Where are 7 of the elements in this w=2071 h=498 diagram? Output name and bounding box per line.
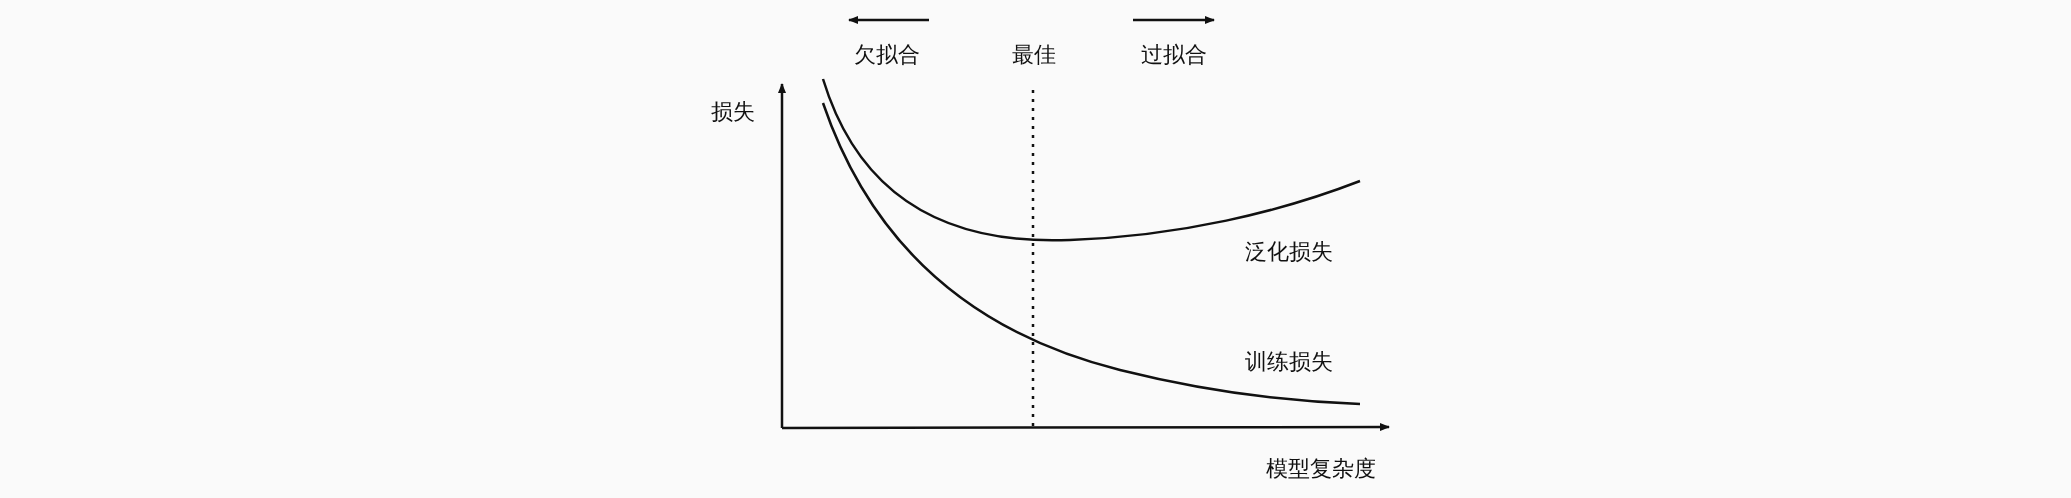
curve-label: 泛化损失 [1245,238,1333,266]
axis-label: 模型复杂度 [1266,455,1376,483]
direction-label: 欠拟合 [854,41,920,69]
axis-label: 损失 [711,98,755,126]
direction-label: 过拟合 [1141,41,1207,69]
optimum-label: 最佳 [1012,41,1056,69]
curve-label: 训练损失 [1245,348,1333,376]
